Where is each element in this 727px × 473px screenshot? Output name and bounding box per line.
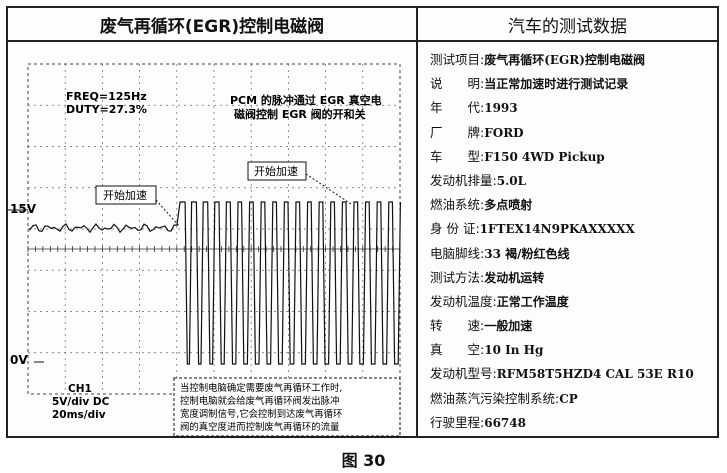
freq-readout: FREQ=125Hz <box>66 90 147 103</box>
figure-frame: 废气再循环(EGR)控制电磁阀 15V 0V FREQ=125Hz DUTY=2… <box>6 6 719 438</box>
test-data-panel: 汽车的测试数据 测试项目:废气再循环(EGR)控制电磁阀 说 明:当正常加速时进… <box>418 8 717 436</box>
level-15v-label: 15V <box>10 202 37 216</box>
callout-box-2 <box>247 161 307 181</box>
test-data-list: 测试项目:废气再循环(EGR)控制电磁阀 说 明:当正常加速时进行测试记录 年 … <box>430 48 713 435</box>
test-data-row: 转 速:一般加速 <box>430 318 533 334</box>
test-data-row: 测试方法:发动机运转 <box>430 269 545 285</box>
pcm-note-line-2: 磁阀控制 EGR 阀的开和关 <box>234 107 366 121</box>
channel-label: CH1 <box>68 383 92 395</box>
volts-per-div-label: 5V/div DC <box>52 396 110 408</box>
callout-text-2: 开始加速 <box>254 164 298 178</box>
test-data-row: 厂 牌:FORD <box>430 124 524 140</box>
level-0v-label: 0V <box>10 353 28 367</box>
pcm-note-line-1: PCM 的脉冲通过 EGR 真空电 <box>230 93 382 107</box>
description-line-2: 控制电脑就会给废气再循环阀发出脉冲 <box>180 395 339 407</box>
test-data-row: 说 明:当正常加速时进行测试记录 <box>430 76 629 92</box>
test-data-row: 行驶里程:66748 <box>430 414 526 430</box>
scope-panel-title: 废气再循环(EGR)控制电磁阀 <box>8 8 416 42</box>
scope-grid <box>28 64 400 394</box>
test-data-row: 测试项目:废气再循环(EGR)控制电磁阀 <box>430 52 645 67</box>
callout-leader-2 <box>305 173 352 205</box>
description-box <box>173 377 401 437</box>
test-data-row: 年 代:1993 <box>430 100 518 116</box>
description-line-4: 阀的真空度进而控制废气再循环的流量 <box>180 421 339 433</box>
test-data-row: 身 份 证:1FTEX14N9PKAXXXXX <box>430 221 635 237</box>
test-data-row: 电脑脚线:33 褐/粉红色线 <box>430 245 570 261</box>
test-data-row: 燃油系统:多点喷射 <box>430 197 533 213</box>
test-data-row: 燃油蒸汽污染控制系统:CP <box>430 390 578 406</box>
scope-panel: 废气再循环(EGR)控制电磁阀 15V 0V FREQ=125Hz DUTY=2… <box>8 8 418 437</box>
test-data-row: 车 型:F150 4WD Pickup <box>430 148 605 164</box>
figure-caption: 图 30 <box>341 451 386 470</box>
egr-pwm-waveform <box>29 201 401 365</box>
callout-box-1 <box>95 185 157 205</box>
test-data-row: 发动机型号:RFM58T5HZD4 CAL 53E R10 <box>430 366 694 382</box>
oscilloscope-display: 15V 0V FREQ=125Hz DUTY=27.3% PCM 的脉冲通过 E… <box>8 63 401 437</box>
test-data-row: 真 空:10 In Hg <box>430 342 544 358</box>
callout-leader-1 <box>155 199 181 228</box>
duty-readout: DUTY=27.3% <box>66 103 147 116</box>
callout-text-1: 开始加速 <box>103 188 147 202</box>
time-per-div-label: 20ms/div <box>52 409 106 421</box>
test-data-row: 发动机温度:正常工作温度 <box>430 293 569 309</box>
test-data-title: 汽车的测试数据 <box>418 8 717 42</box>
description-line-3: 宽度调制信号,它会控制到达废气再循环 <box>180 408 342 420</box>
test-data-row: 发动机排量:5.0L <box>430 172 527 188</box>
description-line-1: 当控制电脑确定需要废气再循环工作时, <box>180 382 342 394</box>
